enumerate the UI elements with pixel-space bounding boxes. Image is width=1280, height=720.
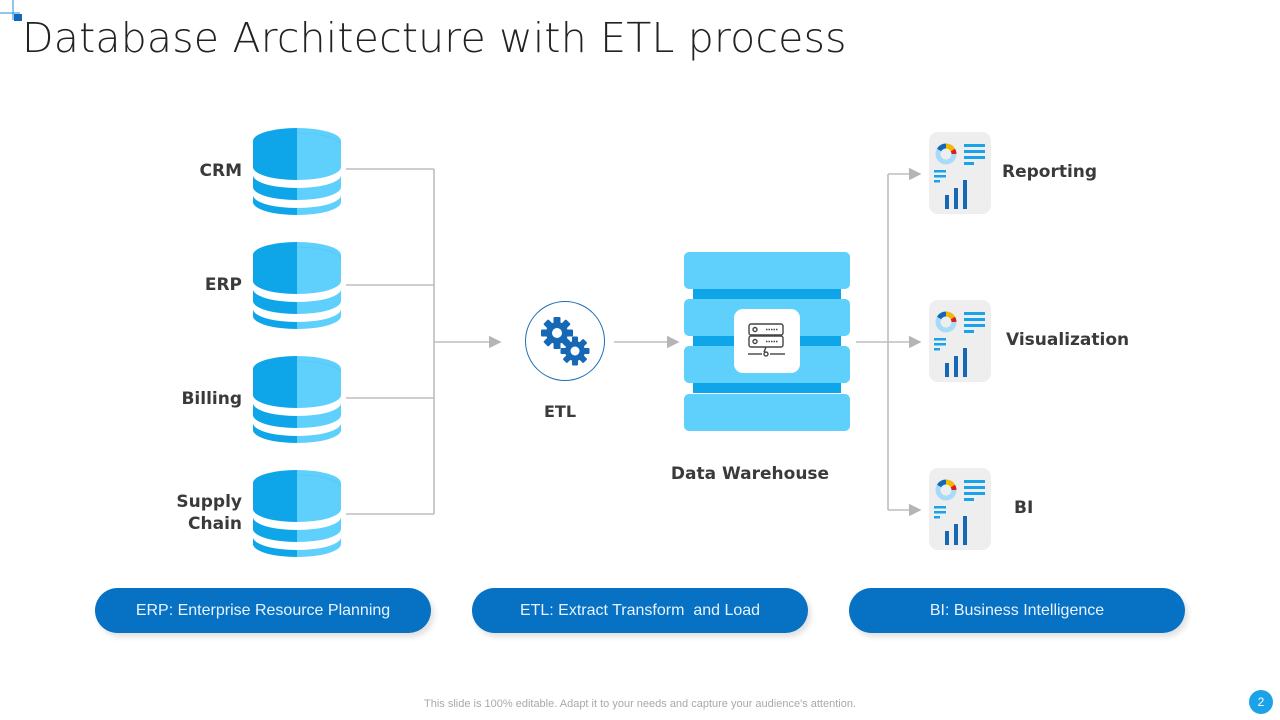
source-label-line: Billing — [181, 389, 242, 409]
footer-note: This slide is 100% editable. Adapt it to… — [424, 698, 856, 710]
page-number-badge: 2 — [1249, 690, 1273, 714]
report-dashboard-icon — [934, 479, 985, 545]
database-icon — [253, 128, 342, 215]
warehouse-gap — [693, 287, 841, 299]
source-label-line: CRM — [199, 161, 242, 181]
database-icon — [253, 356, 342, 443]
legend-pill-text: ETL: Extract Transform and Load — [519, 601, 761, 619]
slide-title: Database Architecture with ETL process — [22, 14, 847, 62]
data-warehouse-node — [684, 252, 850, 431]
gears-icon — [541, 317, 590, 366]
warehouse-slab — [684, 252, 850, 289]
report-dashboard-icon — [934, 311, 985, 377]
corner-crosshair-mark — [0, 0, 22, 21]
etl-node — [525, 301, 605, 381]
data-warehouse-label: Data Warehouse — [670, 464, 830, 484]
database-icon — [253, 242, 342, 329]
source-label-crm: CRM — [132, 160, 242, 182]
output-card-bi — [929, 468, 991, 550]
legend-pill-text: BI: Business Intelligence — [929, 601, 1105, 619]
output-label-reporting: Reporting — [1002, 162, 1098, 182]
legend-pill-text: ERP: Enterprise Resource Planning — [135, 601, 391, 619]
output-label-bi: BI — [1014, 498, 1034, 518]
legend-pill-erp: ERP: Enterprise Resource Planning — [95, 588, 431, 633]
warehouse-slab — [684, 394, 850, 431]
source-label-line: ERP — [204, 275, 242, 295]
source-label-line: Chain — [188, 514, 242, 534]
legend-pill-bi: BI: Business Intelligence — [849, 588, 1185, 633]
output-label-visualization: Visualization — [1006, 330, 1130, 350]
source-label-billing: Billing — [132, 388, 242, 410]
server-icon — [748, 323, 785, 357]
legend-pill-etl: ETL: Extract Transform and Load — [472, 588, 808, 633]
source-label-erp: ERP — [132, 274, 242, 296]
server-icon-tile — [734, 309, 800, 373]
database-icon — [253, 470, 342, 557]
report-dashboard-icon — [934, 143, 985, 209]
output-card-reporting — [929, 132, 991, 214]
source-label-line: Supply — [176, 492, 242, 512]
warehouse-gap — [693, 381, 841, 393]
etl-label: ETL — [543, 402, 577, 421]
output-card-visualization — [929, 300, 991, 382]
